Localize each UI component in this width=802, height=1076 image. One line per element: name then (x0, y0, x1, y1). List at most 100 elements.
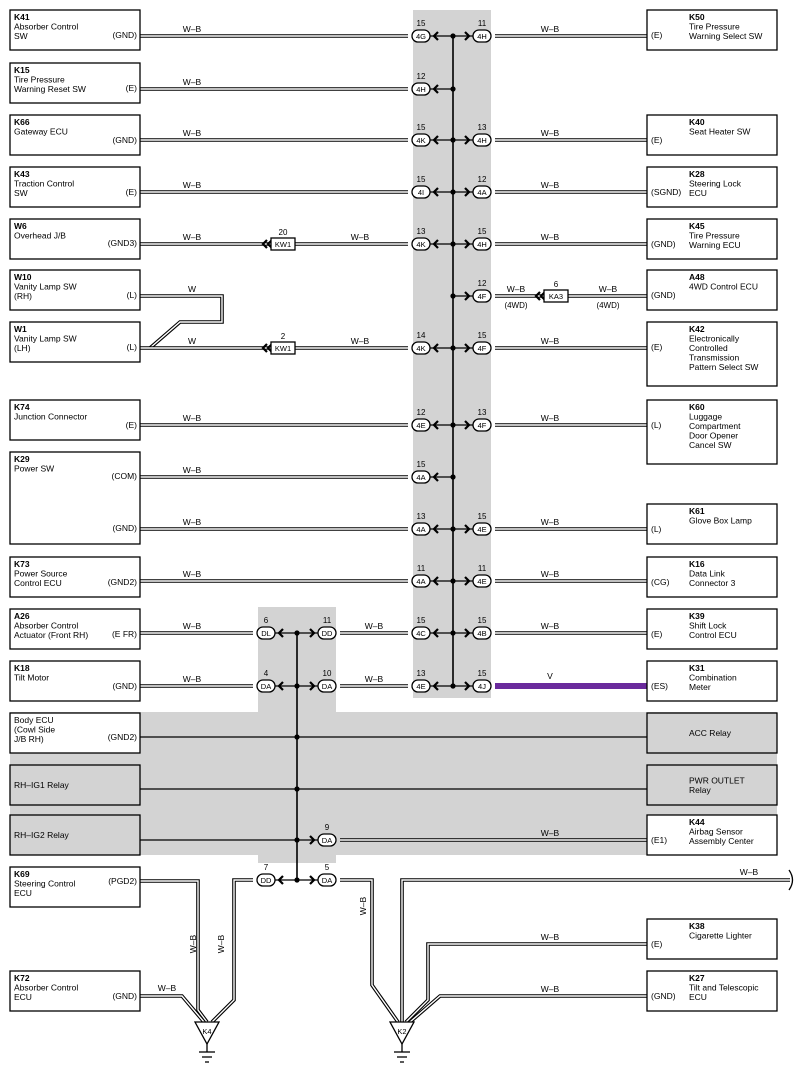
component-code-a48: A48 (689, 272, 705, 282)
connector-chevron (432, 681, 439, 691)
component-code-k18: K18 (14, 663, 30, 673)
connector-c-4f-1-pin: 12 (478, 279, 487, 288)
wire-color-label: W–B (183, 621, 202, 631)
connector-c-4g-code: 4G (416, 32, 426, 41)
wire-color-label: W–B (740, 867, 759, 877)
terminal-k39: (E) (651, 629, 663, 639)
connector-c-4k-1-code: 4K (416, 136, 425, 145)
terminal-k66: (GND) (112, 135, 137, 145)
connector-c-4k-1-pin: 15 (417, 123, 426, 132)
connector-c-4j-pin: 15 (478, 669, 487, 678)
component-name-k39: Shift Lock (689, 621, 727, 631)
component-name-k42: Transmission (689, 353, 739, 363)
component-box-acc-relay (646, 712, 778, 754)
component-box-k50 (646, 9, 778, 51)
wire-color-label: W (188, 284, 196, 294)
connector-c-4h-2-pin: 12 (417, 72, 426, 81)
connector-c-dd-1-pin: 11 (323, 616, 332, 625)
wire-color-label: W (188, 336, 196, 346)
connector-c-4j-code: 4J (478, 682, 486, 691)
wire-core (409, 995, 647, 1023)
component-name-w6: Overhead J/B (14, 231, 66, 241)
component-box-k27 (646, 970, 778, 1012)
connector-c-da-1 (256, 679, 276, 693)
ground-code-k4: K4 (202, 1027, 211, 1036)
connector-c-4i-pin: 15 (417, 175, 426, 184)
component-name-k27: ECU (689, 992, 707, 1002)
connector-c-4f-2-pin: 15 (478, 331, 487, 340)
component-box-k66 (9, 114, 141, 156)
connector-c-4f-1-code: 4F (478, 292, 487, 301)
component-code-k43: K43 (14, 169, 30, 179)
connector-c-4h-2-code: 4H (416, 85, 426, 94)
component-name-rh-ig1: RH–IG1 Relay (14, 780, 70, 790)
connector-c-4b (472, 626, 492, 640)
component-code-w10: W10 (14, 272, 32, 282)
wire-core (140, 295, 223, 349)
connector-c-4a-3-pin: 13 (417, 512, 426, 521)
connector-c-4e-4 (411, 679, 431, 693)
connector-c-4c-pin: 15 (417, 616, 426, 625)
connector-chevron (277, 875, 284, 885)
wire-outline (408, 994, 647, 1024)
wire-outline (140, 994, 206, 1024)
connector-c-4a-2 (411, 470, 431, 484)
component-name-k72: ECU (14, 992, 32, 1002)
wire-color-label: W–B (599, 284, 618, 294)
component-name-pwr-outlet: PWR OUTLET (689, 776, 745, 786)
wire-core (211, 879, 253, 1023)
connector-c-4h-2 (411, 82, 431, 96)
connector-c-4h-4 (472, 237, 492, 251)
component-name-k45: Warning ECU (689, 240, 741, 250)
terminal-k45: (GND) (651, 239, 676, 249)
component-box-k72 (9, 970, 141, 1012)
component-box-rh-ig1 (9, 764, 141, 806)
component-name-k60: Luggage (689, 412, 722, 422)
wire-color-label: W–B (541, 984, 560, 994)
connector-c-4a-1-code: 4A (477, 188, 486, 197)
connector-c-4k-2 (411, 237, 431, 251)
connector-c-4g (411, 29, 431, 43)
wire-dd-ground (210, 878, 253, 1024)
connector-c-4h-1 (472, 29, 492, 43)
connector-chevron (534, 291, 541, 301)
terminal-k29-gnd: (GND) (112, 523, 137, 533)
wire-color-label: W–B (541, 932, 560, 942)
component-name-k42: Pattern Select SW (689, 362, 758, 372)
wire-color-label: W–B (183, 413, 202, 423)
wire-color-label: W–B (183, 569, 202, 579)
connector-chevron (464, 187, 471, 197)
component-name-k31: Combination (689, 673, 737, 683)
component-box-body-ecu (9, 712, 141, 754)
connector-c-4k-2-code: 4K (416, 240, 425, 249)
connector-chevron (432, 524, 439, 534)
terminal-k16: (CG) (651, 577, 670, 587)
connector-chevron (464, 239, 471, 249)
connector-chevron (464, 343, 471, 353)
connector-chevron (432, 343, 439, 353)
wire-color-label: W–B (183, 674, 202, 684)
component-box-k60 (646, 399, 778, 465)
component-name-k39: Control ECU (689, 630, 737, 640)
inline-connector-kw1-b-code: KW1 (275, 344, 291, 353)
wire-color-label: W–B (216, 934, 226, 953)
connector-c-4k-1 (411, 133, 431, 147)
connector-chevron (432, 135, 439, 145)
connector-c-4g-pin: 15 (417, 19, 426, 28)
connector-chevron (309, 875, 316, 885)
component-name-body-ecu: (Cowl Side (14, 725, 55, 735)
terminal-k18: (GND) (112, 681, 137, 691)
connector-c-da-4-code: DA (322, 876, 332, 885)
terminal-w10: (L) (127, 290, 138, 300)
harness-break-mark (788, 869, 794, 891)
wire-color-label: W–B (365, 621, 384, 631)
connector-c-4c (411, 626, 431, 640)
component-name-body-ecu: J/B RH) (14, 734, 44, 744)
wire-color-label: W–B (351, 232, 370, 242)
connector-chevron (432, 628, 439, 638)
component-box-a26 (9, 608, 141, 650)
component-code-k27: K27 (689, 973, 705, 983)
component-name-k16: Data Link (689, 569, 726, 579)
component-box-w10 (9, 269, 141, 311)
component-name-k50: Tire Pressure (689, 22, 740, 32)
